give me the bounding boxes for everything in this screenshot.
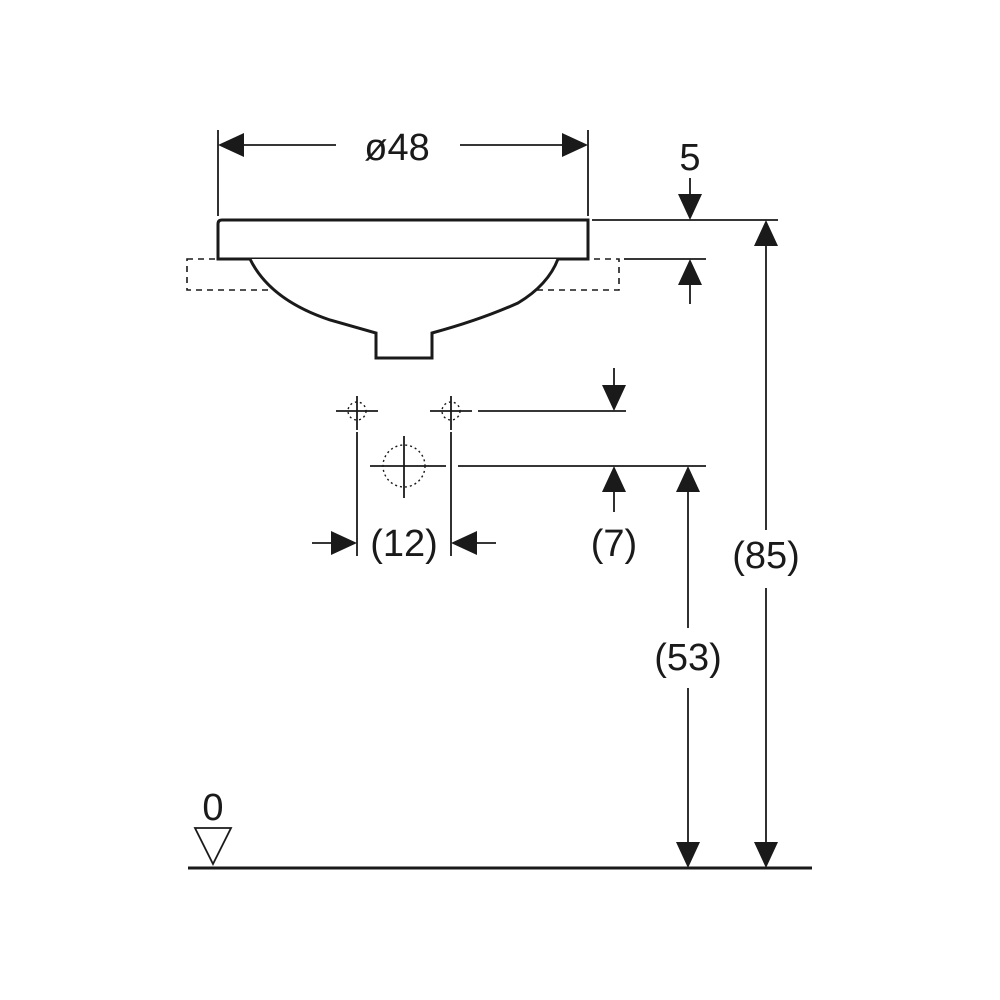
diameter-dimension: ø48 [217,127,589,216]
drain-outlet [374,333,434,360]
floor-level: 0 [188,787,812,870]
rim-thickness-dimension: 5 [592,137,778,304]
total-height-label: (85) [732,535,800,577]
diameter-label: ø48 [364,127,429,169]
level-triangle-icon [193,827,233,867]
basin-rim [216,218,590,261]
rim-thickness-label: 5 [679,137,700,179]
washbasin [186,218,620,360]
total-height-dimension: (85) [732,220,800,868]
tap-hole-left-icon [336,396,378,430]
tap-spacing-dimension: (12) [312,432,496,565]
drain-position-icon [370,436,446,498]
tap-offset-label: (7) [591,523,637,565]
arrow-left [218,133,244,157]
drain-height-label: (53) [654,637,722,679]
basin-bowl [248,258,560,360]
tap-spacing-label: (12) [370,523,438,565]
floor-level-label: 0 [202,787,223,829]
tap-offset-dimension: (7) [458,368,706,565]
drain-height-dimension: (53) [654,466,722,868]
tap-hole-right-icon [430,396,472,430]
arrow-right [562,133,588,157]
